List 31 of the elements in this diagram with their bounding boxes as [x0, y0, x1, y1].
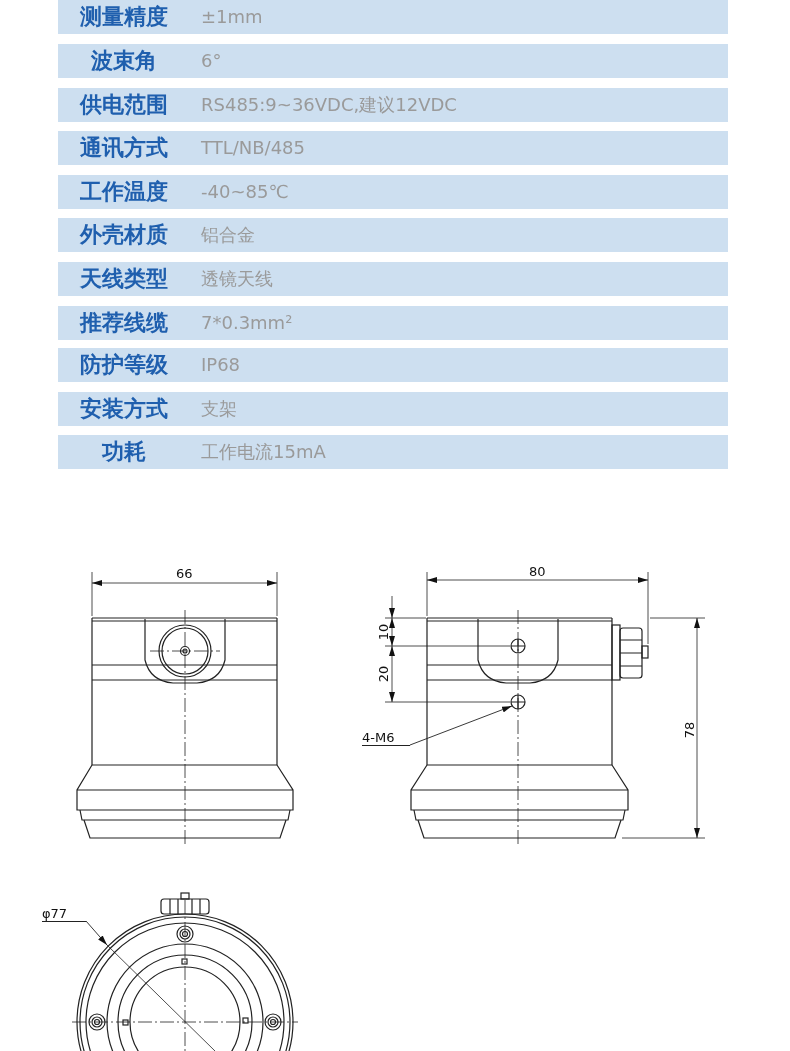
dimension-text: 20 — [377, 665, 392, 683]
spec-value: 工作电流15mA — [201, 440, 326, 464]
spec-name: 防护等级 — [79, 351, 169, 379]
spec-value: 7*0.3mm² — [201, 311, 293, 335]
spec-value: 6° — [201, 49, 222, 73]
spec-name: 天线类型 — [79, 265, 169, 293]
callout-label: φ77 — [42, 907, 86, 922]
spec-value: ±1mm — [201, 5, 263, 29]
spec-name: 安装方式 — [79, 395, 169, 423]
spec-value: RS485:9~36VDC,建议12VDC — [201, 93, 457, 117]
spec-name: 波束角 — [90, 47, 158, 75]
spec-value: 支架 — [201, 397, 237, 421]
mounting-hole — [510, 694, 526, 710]
spec-name: 功耗 — [101, 438, 147, 466]
spec-value: -40~85℃ — [201, 180, 289, 204]
spec-value: 透镜天线 — [201, 267, 273, 291]
spec-name: 推荐线缆 — [78, 309, 169, 337]
dimension-text: 80 — [529, 565, 546, 579]
dimension-text: 66 — [176, 567, 193, 581]
dimension-text: 78 — [683, 721, 698, 739]
callout-label: 4-M6 — [362, 731, 410, 746]
spec-name: 通讯方式 — [79, 134, 169, 162]
spec-name: 外壳材质 — [78, 221, 169, 249]
spec-name: 测量精度 — [79, 3, 169, 31]
dimension-text: 10 — [377, 623, 392, 641]
spec-value: 铝合金 — [201, 223, 255, 247]
spec-name: 工作温度 — [79, 178, 169, 206]
spec-value: IP68 — [201, 353, 241, 377]
spec-name: 供电范围 — [78, 91, 169, 119]
housing-rim — [76, 913, 294, 1051]
spec-value: TTL/NB/485 — [201, 136, 305, 160]
